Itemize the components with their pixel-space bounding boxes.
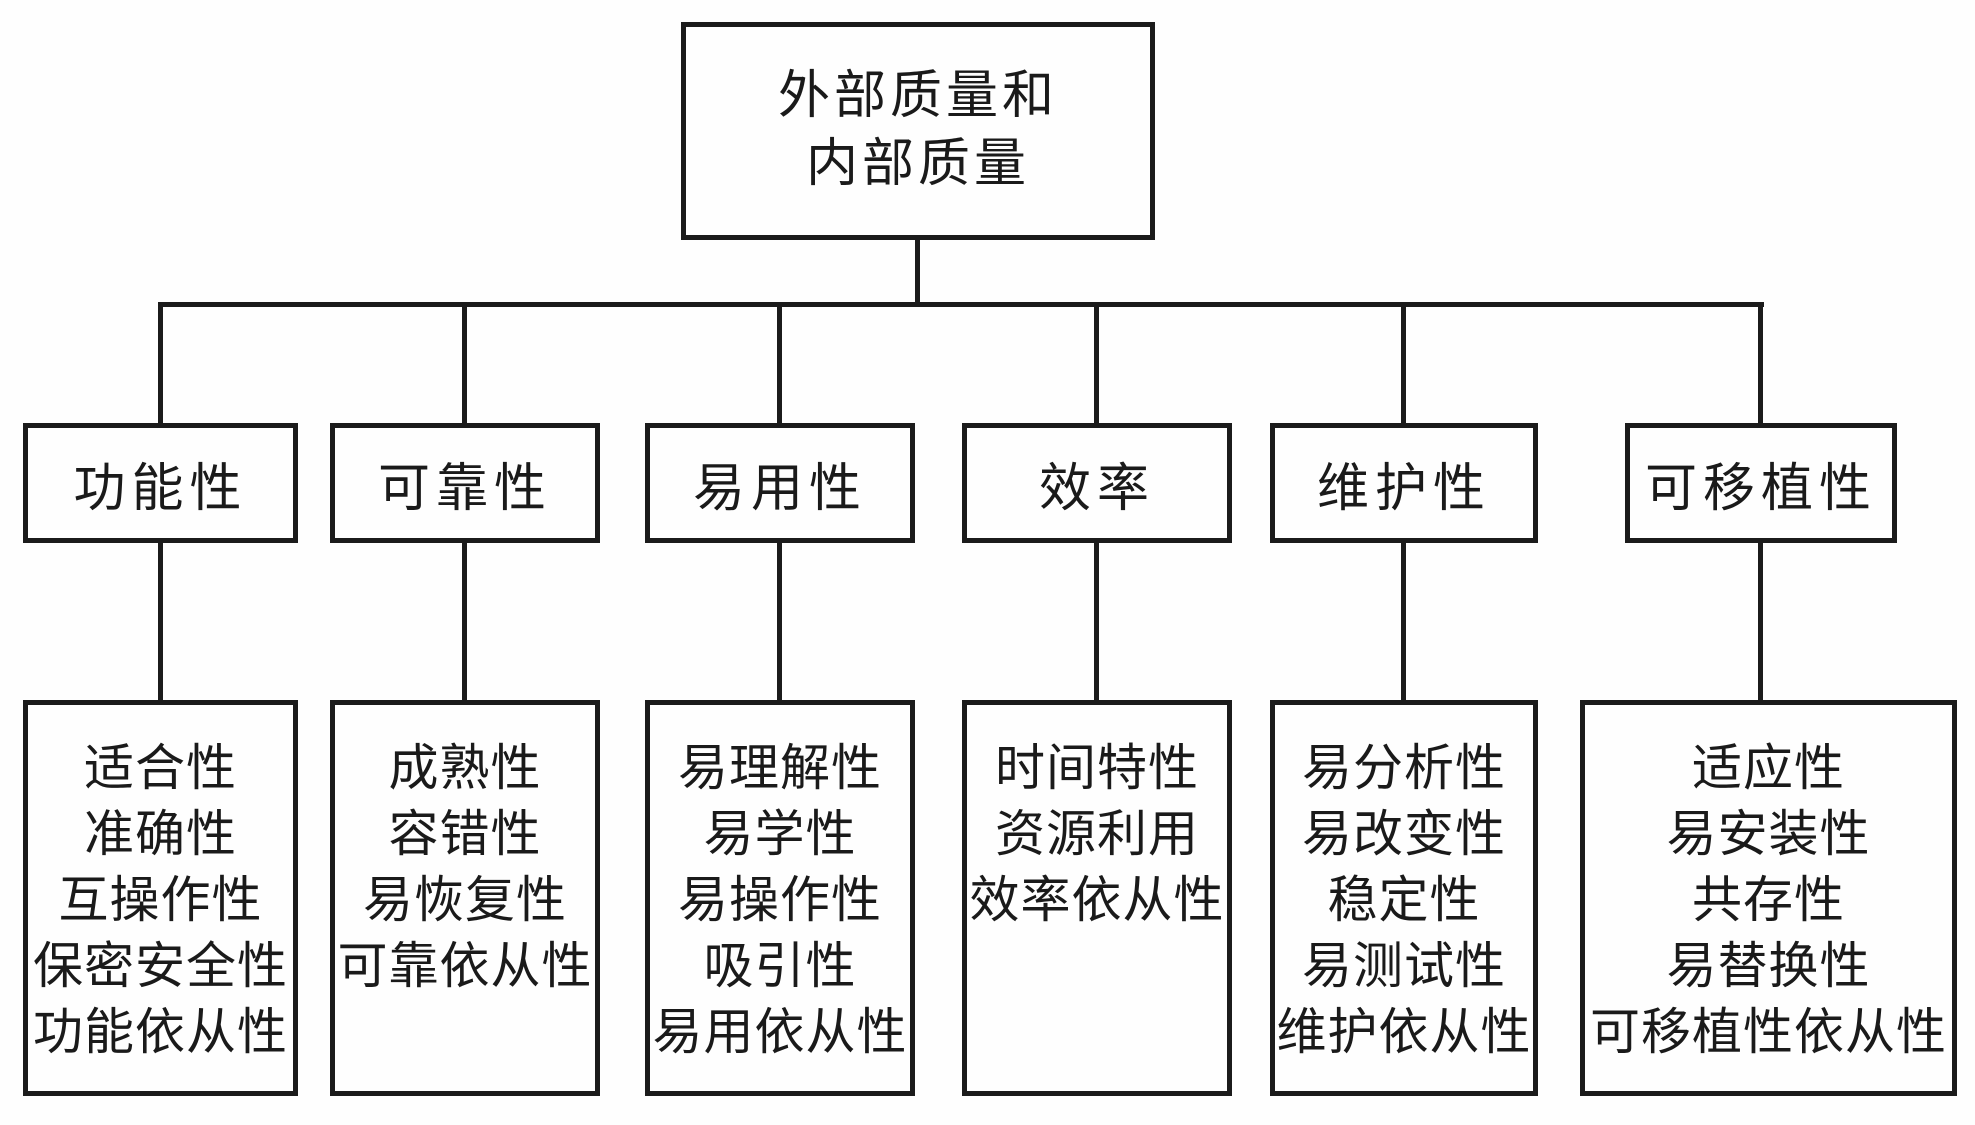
branch-box-maintainability: 维护性 — [1270, 423, 1538, 543]
root-title-line-1: 外部质量和 — [777, 68, 1058, 125]
leaf-item: 易替换性 — [1666, 938, 1871, 994]
leaf-item: 吸引性 — [703, 938, 857, 994]
branch-box-efficiency: 效率 — [962, 423, 1232, 543]
leaf-box-efficiency: 时间特性 资源利用 效率依从性 — [962, 700, 1232, 1096]
leaf-item: 保密安全性 — [33, 938, 288, 994]
leaf-item: 维护依从性 — [1276, 1004, 1532, 1060]
branch-label-efficiency: 效率 — [1038, 460, 1155, 518]
leaf-item: 可靠依从性 — [337, 938, 593, 994]
branch-label-portability: 可移植性 — [1644, 460, 1877, 518]
connector-drop-functionality — [158, 302, 163, 423]
leaf-item: 适应性 — [1692, 740, 1845, 796]
connector-root-trunk — [915, 240, 920, 307]
leaf-item: 易安装性 — [1666, 806, 1871, 862]
leaf-item: 时间特性 — [995, 740, 1199, 796]
branch-label-usability: 易用性 — [692, 460, 867, 518]
branch-box-usability: 易用性 — [645, 423, 915, 543]
leaf-item: 准确性 — [84, 806, 237, 862]
branch-label-reliability: 可靠性 — [377, 460, 552, 518]
leaf-item: 功能依从性 — [33, 1004, 288, 1060]
connector-stem-functionality — [158, 543, 163, 700]
branch-box-portability: 可移植性 — [1625, 423, 1897, 543]
root-title-line-2: 内部质量 — [805, 136, 1030, 193]
branch-box-functionality: 功能性 — [23, 423, 298, 543]
leaf-item: 可移植性依从性 — [1590, 1004, 1947, 1060]
leaf-box-maintainability: 易分析性 易改变性 稳定性 易测试性 维护依从性 — [1270, 700, 1538, 1096]
branch-label-functionality: 功能性 — [73, 460, 248, 518]
leaf-item: 稳定性 — [1327, 872, 1481, 928]
leaf-box-portability: 适应性 易安装性 共存性 易替换性 可移植性依从性 — [1580, 700, 1957, 1096]
leaf-item: 共存性 — [1692, 872, 1845, 928]
leaf-item: 容错性 — [388, 806, 542, 862]
leaf-item: 资源利用 — [995, 806, 1199, 862]
leaf-item: 成熟性 — [388, 740, 542, 796]
connector-drop-reliability — [462, 302, 467, 423]
leaf-item: 互操作性 — [58, 872, 263, 928]
leaf-item: 易恢复性 — [363, 872, 567, 928]
connector-stem-usability — [777, 543, 782, 700]
connector-stem-efficiency — [1094, 543, 1099, 700]
leaf-item: 易分析性 — [1302, 740, 1506, 796]
connector-horizontal-bus — [158, 302, 1764, 307]
connector-drop-maintainability — [1401, 302, 1406, 423]
leaf-item: 易学性 — [703, 806, 857, 862]
connector-drop-portability — [1758, 302, 1763, 423]
connector-drop-usability — [777, 302, 782, 423]
leaf-box-usability: 易理解性 易学性 易操作性 吸引性 易用依从性 — [645, 700, 915, 1096]
root-box: 外部质量和 内部质量 — [681, 22, 1155, 240]
leaf-item: 易理解性 — [678, 740, 882, 796]
branch-box-reliability: 可靠性 — [330, 423, 600, 543]
branch-label-maintainability: 维护性 — [1316, 460, 1491, 518]
leaf-item: 易操作性 — [678, 872, 882, 928]
leaf-item: 易改变性 — [1302, 806, 1506, 862]
leaf-box-reliability: 成熟性 容错性 易恢复性 可靠依从性 — [330, 700, 600, 1096]
connector-stem-reliability — [462, 543, 467, 700]
leaf-item: 效率依从性 — [969, 872, 1225, 928]
connector-stem-maintainability — [1401, 543, 1406, 700]
connector-drop-efficiency — [1094, 302, 1099, 423]
leaf-item: 适合性 — [84, 740, 237, 796]
leaf-item: 易用依从性 — [652, 1004, 908, 1060]
leaf-item: 易测试性 — [1302, 938, 1506, 994]
leaf-box-functionality: 适合性 准确性 互操作性 保密安全性 功能依从性 — [23, 700, 298, 1096]
connector-stem-portability — [1758, 543, 1763, 700]
